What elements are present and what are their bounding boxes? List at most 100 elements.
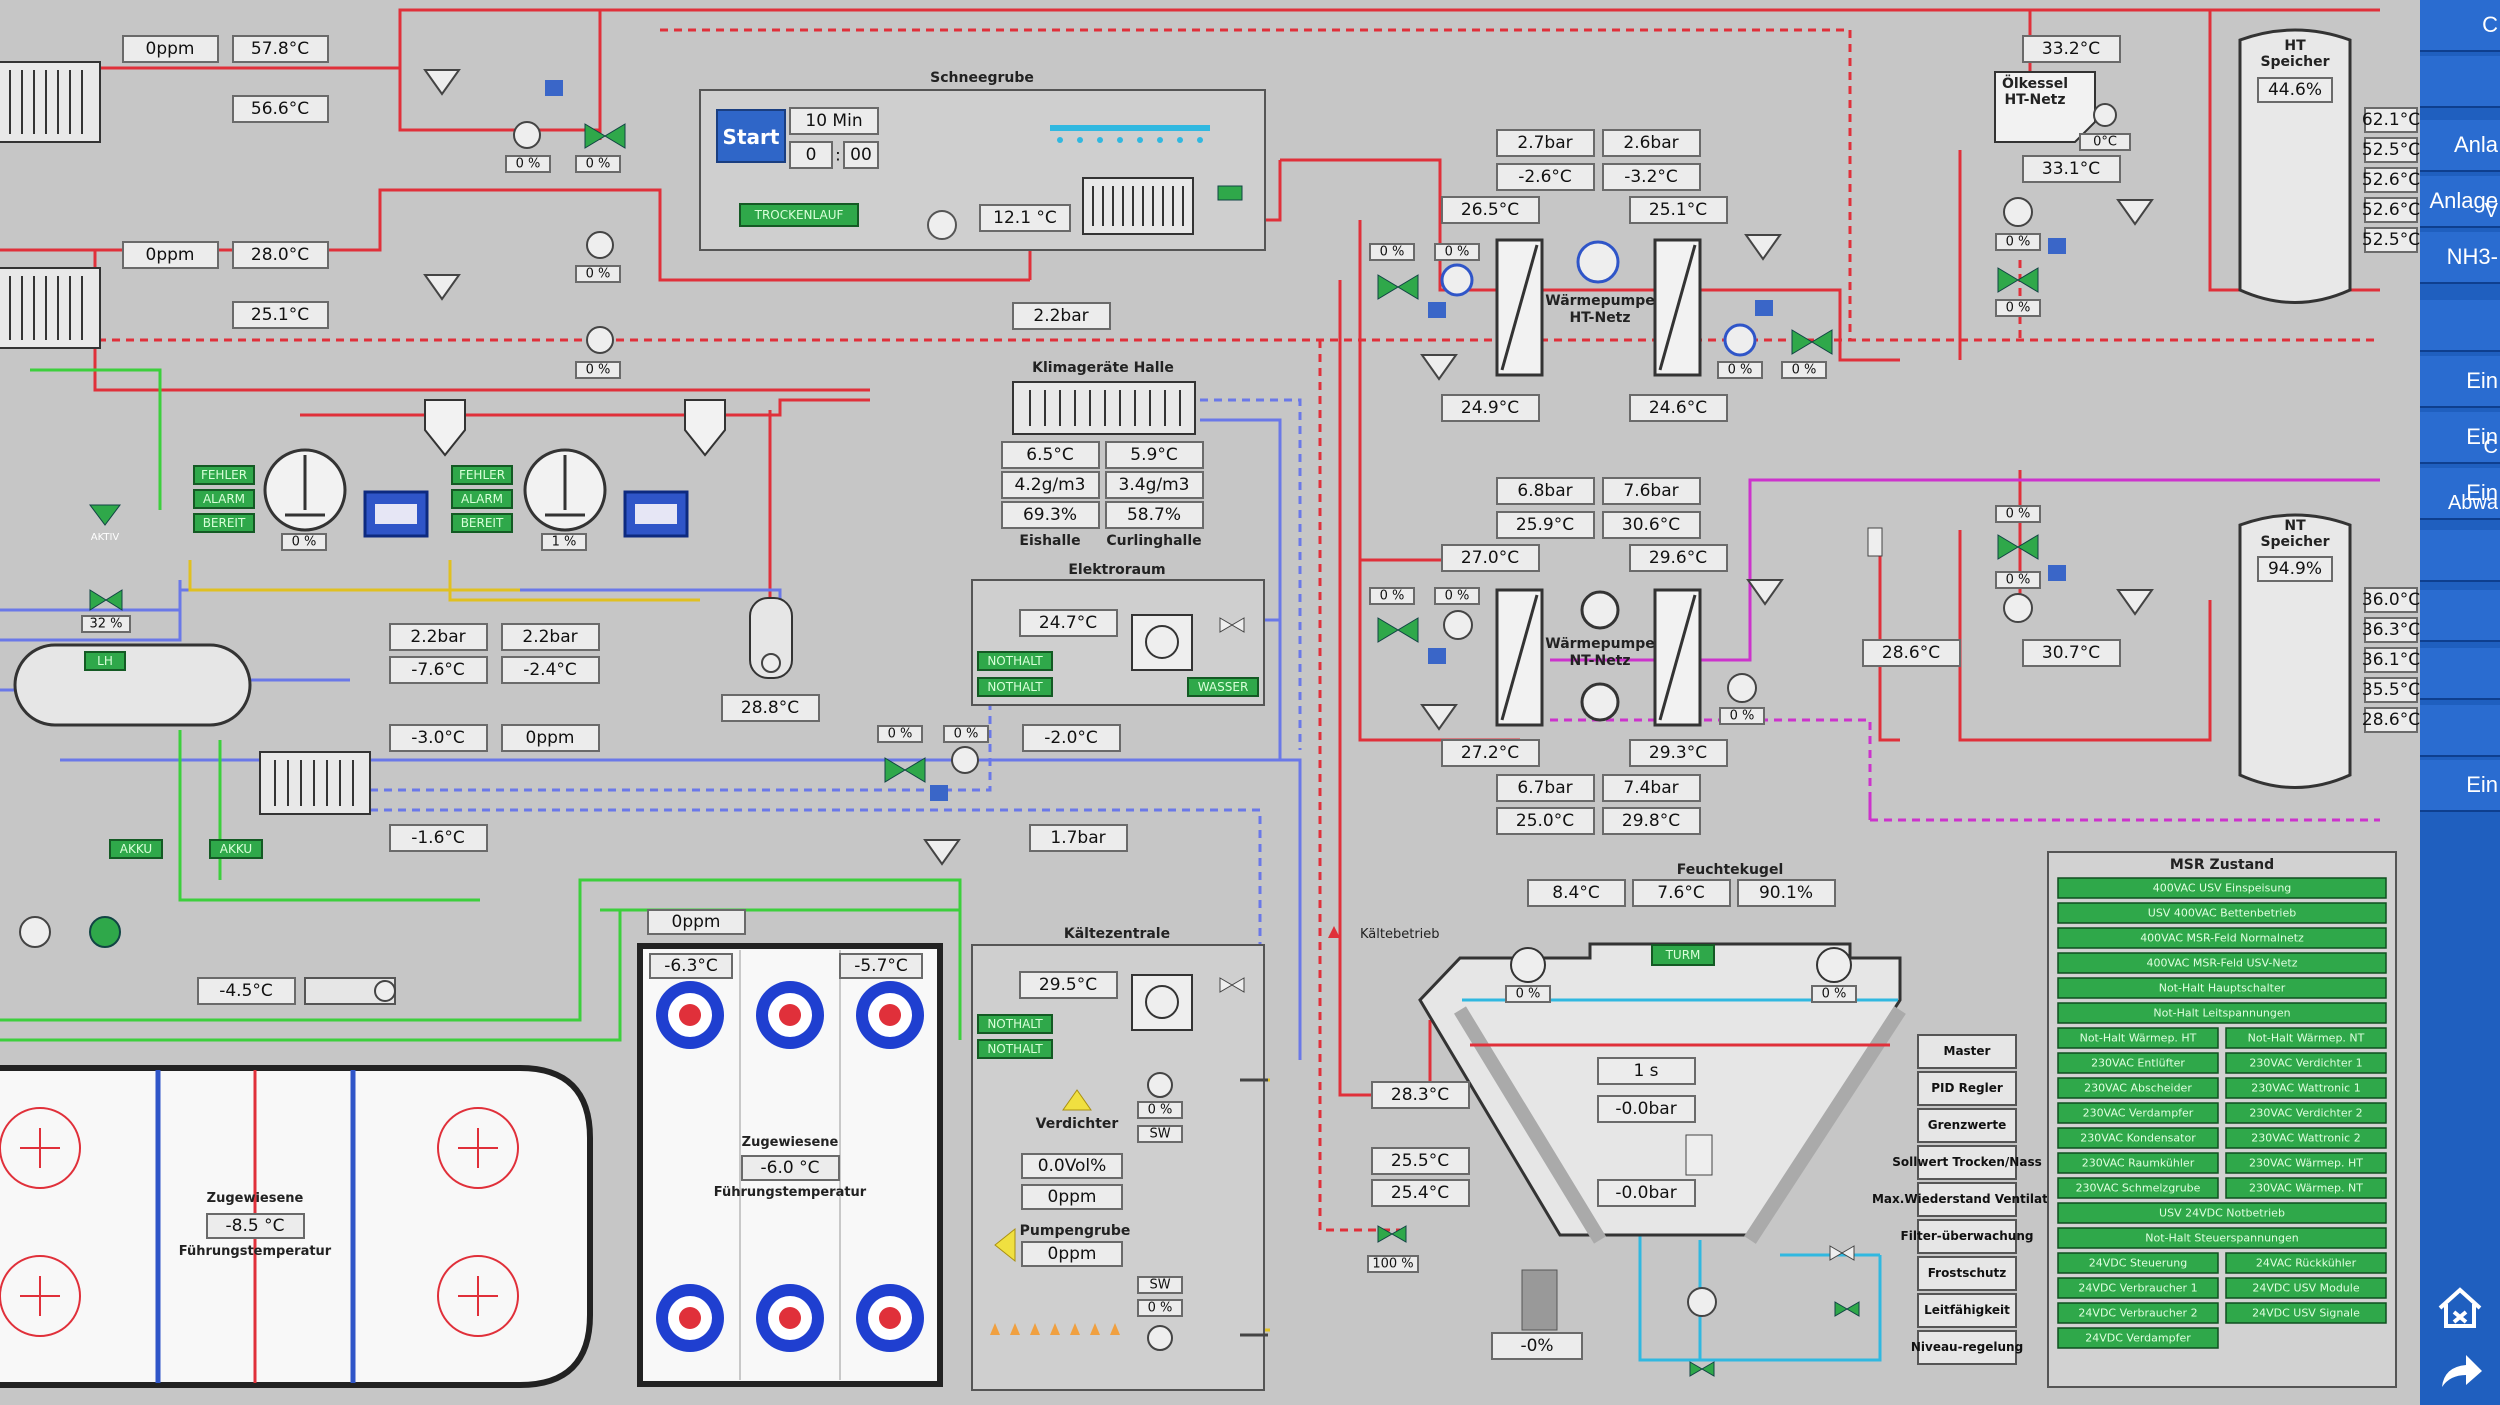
pump-icon[interactable] [586,326,614,354]
sidebar-item-10[interactable] [2420,590,2500,642]
valve-icon[interactable] [1829,1245,1855,1261]
control-button-2[interactable]: Grenzwerte [1917,1108,2017,1143]
control-button-4[interactable]: Max.Wiederstand Ventilator [1872,1182,2062,1217]
pump-icon[interactable] [586,231,614,259]
heat-coil-2[interactable] [0,267,101,349]
sidebar-item-12[interactable] [2420,705,2500,757]
sidebar-item-4[interactable]: NH3- [2420,232,2500,284]
thermostat-icon[interactable] [923,839,961,866]
pump-icon[interactable] [951,746,979,774]
separator-vessel[interactable] [13,643,252,727]
control-button-label[interactable]: Sollwert Trocken/Nass [1892,1155,2041,1169]
three-way-valve-icon[interactable] [1997,267,2039,293]
pump-icon[interactable] [2003,197,2033,227]
thermostat-icon[interactable] [1420,704,1458,731]
thermostat-icon[interactable] [1420,354,1458,381]
thermostat-icon[interactable] [2116,589,2154,616]
fan-icon[interactable] [1147,1072,1173,1098]
fan-icon[interactable] [1147,1325,1173,1351]
fan-unit-icon[interactable] [1131,614,1193,671]
sidebar-item-2[interactable]: Anla [2420,120,2500,172]
forward-arrow-icon[interactable] [2434,1345,2486,1397]
oil-separator-icon[interactable] [424,399,466,457]
thermostat-icon[interactable] [1744,234,1782,261]
control-button-5[interactable]: Filter-überwachung [1901,1219,2034,1254]
trockenlauf-button[interactable]: TROCKENLAUF [739,203,859,227]
thermostat-icon[interactable] [2116,199,2154,226]
nt-tank-icon[interactable] [2238,513,2352,789]
thermostat-icon[interactable] [423,69,461,96]
damper-icon[interactable] [1219,977,1245,993]
timer-field[interactable]: 10 Min [789,107,879,135]
control-button-label[interactable]: Filter-überwachung [1901,1229,2034,1243]
pump-icon[interactable] [89,916,121,948]
valve-icon[interactable] [1834,1301,1860,1317]
sidebar-item-3[interactable]: Anlage [2420,176,2500,228]
pump-icon[interactable] [513,121,541,149]
sidebar-item-0[interactable]: C [2420,0,2500,52]
control-button-label[interactable]: Niveau-regelung [1911,1340,2023,1354]
sidebar-item-9[interactable] [2420,530,2500,582]
pump-icon[interactable] [19,916,51,948]
level-switch-icon[interactable] [89,504,121,526]
pump-icon[interactable] [2003,593,2033,623]
tower-fan-2-icon[interactable] [1816,947,1852,983]
three-way-valve-icon[interactable] [884,757,926,783]
pump-icon[interactable] [1440,263,1474,297]
sidebar-item-8[interactable]: Ein [2420,468,2500,520]
valve-icon[interactable] [1689,1361,1715,1377]
thermostat-icon[interactable] [1746,579,1784,606]
receiver-vessel[interactable] [749,597,793,679]
control-button-3[interactable]: Sollwert Trocken/Nass [1892,1145,2042,1180]
sidebar-item-7[interactable]: Ein [2420,412,2500,464]
control-button-6[interactable]: Frostschutz [1917,1256,2017,1291]
home-icon[interactable] [2434,1282,2486,1334]
nt-compressor-1-icon[interactable] [1580,590,1620,630]
control-button-label[interactable]: Leitfähigkeit [1924,1303,2010,1317]
control-button-0[interactable]: Master [1917,1034,2017,1069]
control-button-label[interactable]: Frostschutz [1928,1266,2007,1280]
time-minutes-field[interactable]: 00 [843,141,879,169]
pump-icon[interactable] [1727,673,1757,703]
sidebar-item-6[interactable]: Ein [2420,356,2500,408]
start-button-label[interactable]: Start [723,125,780,149]
heat-coil-1[interactable] [0,61,101,143]
three-way-valve-icon[interactable] [584,123,626,149]
control-button-8[interactable]: Niveau-regelung [1911,1330,2023,1365]
control-button-label[interactable]: Master [1944,1044,1991,1058]
control-button-label[interactable]: Grenzwerte [1928,1118,2006,1132]
valve-icon[interactable] [1377,1225,1407,1243]
tower-fan-1-icon[interactable] [1510,947,1546,983]
control-button-7[interactable]: Leitfähigkeit [1917,1293,2017,1328]
three-way-valve-icon[interactable] [1377,617,1419,643]
sidebar-item-1[interactable] [2420,56,2500,108]
burner-icon[interactable] [2093,103,2117,127]
oil-separator-icon[interactable] [684,399,726,457]
thermostat-icon[interactable] [423,274,461,301]
pump-icon[interactable] [1443,610,1473,640]
control-button-label[interactable]: Max.Wiederstand Ventilator [1872,1192,2062,1206]
pump-icon[interactable] [1687,1287,1717,1317]
melt-heat-exchanger[interactable] [1082,177,1194,235]
three-way-valve-icon[interactable] [1377,274,1419,300]
pump-icon[interactable] [374,980,396,1002]
fan-unit-icon[interactable] [1131,974,1193,1031]
ht-tank-icon[interactable] [2238,28,2352,304]
cooling-tower-body[interactable] [1418,942,1902,1237]
time-hours-field[interactable]: 0 [789,141,833,169]
damper-icon[interactable] [1219,617,1245,633]
pump-icon[interactable] [1723,323,1757,357]
pump-icon[interactable] [927,210,957,240]
valve-icon[interactable] [89,589,123,611]
control-button-label[interactable]: PID Regler [1931,1081,2003,1095]
nt-compressor-2-icon[interactable] [1580,682,1620,722]
valve-icon[interactable] [1217,185,1243,201]
start-button[interactable] [716,109,786,163]
boiler-icon[interactable] [1994,71,2096,143]
control-button-1[interactable]: PID Regler [1917,1071,2017,1106]
three-way-valve-icon[interactable] [1791,329,1833,355]
sidebar-item-13[interactable]: Ein [2420,760,2500,812]
ht-compressor-icon[interactable] [1576,240,1620,284]
sidebar-item-11[interactable] [2420,648,2500,700]
sidebar-item-5[interactable] [2420,300,2500,352]
